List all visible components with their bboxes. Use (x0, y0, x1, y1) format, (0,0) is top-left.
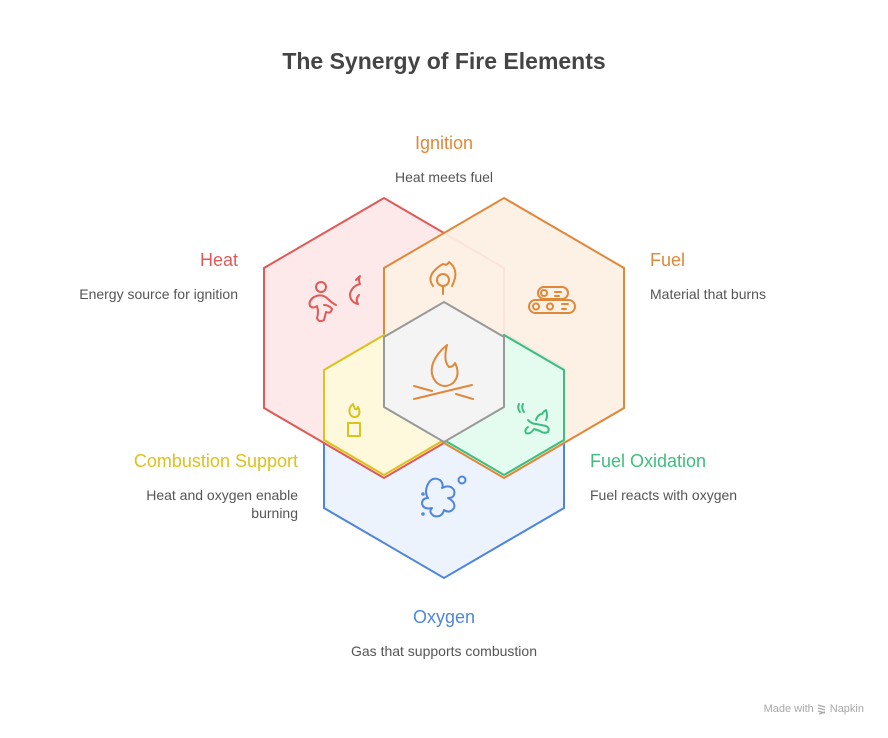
gas-cloud-icon (421, 475, 467, 518)
fuel-description: Material that burns (650, 286, 766, 302)
heat-label: Heat (199, 250, 238, 270)
credit-prefix: Made with (763, 703, 814, 715)
burning-log-icon (517, 403, 550, 435)
credit-brand: Napkin (829, 703, 864, 715)
fuel-label: Fuel (650, 250, 686, 270)
running-person-flame-icon (308, 275, 361, 323)
ignition-description: Heat meets fuel (394, 169, 494, 185)
lightbulb-flame-icon (429, 261, 457, 295)
logs-icon (528, 286, 576, 314)
oxygen-label: Oxygen (412, 607, 476, 627)
center-hexagon (383, 300, 505, 444)
diagram-title: The Synergy of Fire Elements (282, 48, 606, 74)
campfire-icon (413, 344, 474, 400)
heat-description: Energy source for ignition (79, 286, 238, 302)
oxygen-description: Gas that supports combustion (351, 643, 537, 659)
ignition-label: Ignition (414, 133, 474, 153)
combustion-support-description: Heat and oxygen enable burning (146, 487, 298, 521)
fuel-oxidation-label: Fuel Oxidation (590, 451, 707, 471)
combustion-support-label: Combustion Support (133, 451, 298, 471)
made-with-napkin-credit: Made with Napkin (764, 703, 864, 715)
fuel-oxidation-description: Fuel reacts with oxygen (590, 487, 738, 503)
candle-flame-icon (347, 403, 361, 437)
napkin-logo-icon (817, 703, 825, 715)
